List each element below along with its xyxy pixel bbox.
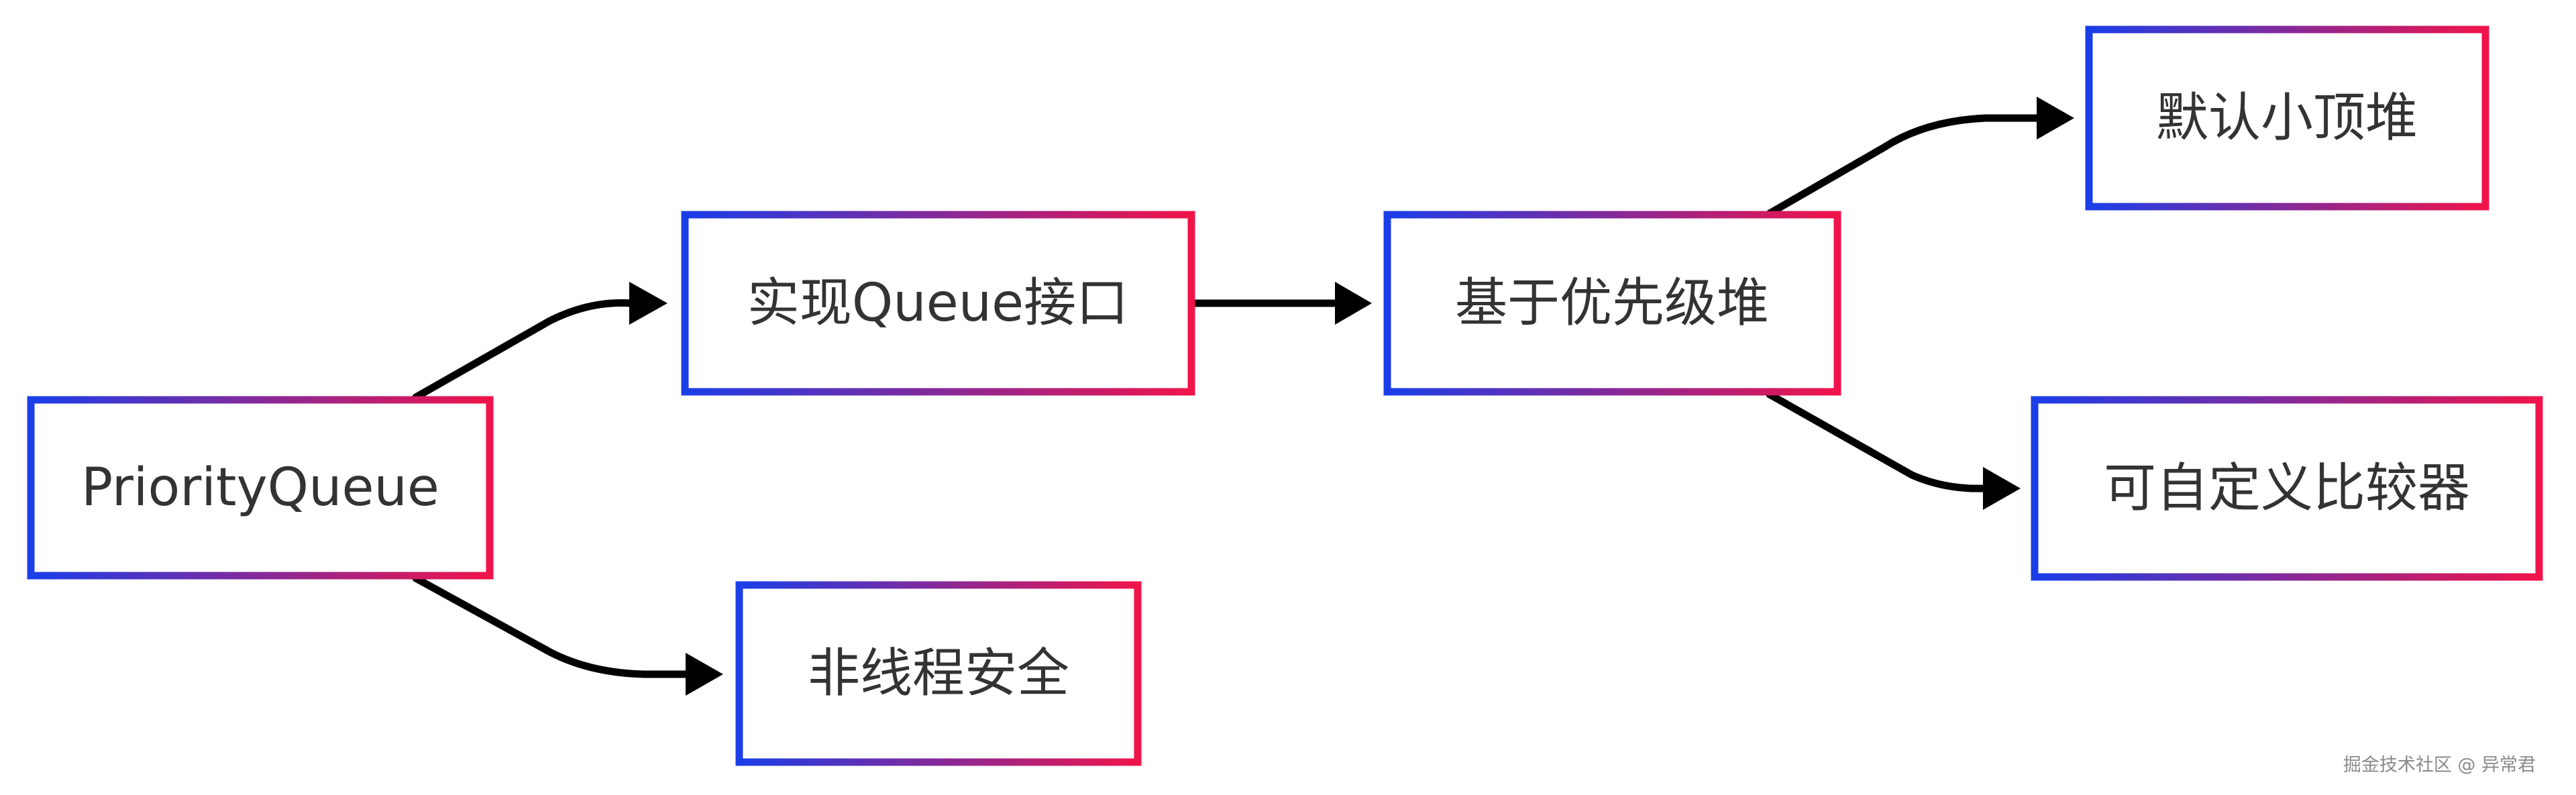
node-priority-heap[interactable]: 基于优先级堆 <box>1383 211 1841 396</box>
edge-queue-to-heap <box>1192 282 1372 325</box>
node-custom-comparator[interactable]: 可自定义比较器 <box>2031 396 2543 581</box>
edges-layer <box>412 97 2074 696</box>
edge-heap-to-minheap <box>1766 97 2074 217</box>
node-implements-queue-label: 实现Queue接口 <box>747 273 1128 333</box>
node-default-min-heap-label: 默认小顶堆 <box>2156 88 2418 148</box>
edge-heap-to-comparator <box>1766 390 2021 510</box>
node-not-thread-safe[interactable]: 非线程安全 <box>735 581 1142 766</box>
node-priority-heap-label: 基于优先级堆 <box>1455 273 1769 333</box>
node-custom-comparator-label: 可自定义比较器 <box>2104 458 2470 519</box>
edge-pq-to-queue <box>412 282 667 401</box>
node-not-thread-safe-label: 非线程安全 <box>808 643 1069 704</box>
node-priority-queue[interactable]: PriorityQueue <box>27 396 494 580</box>
watermark-text: 掘金技术社区 @ 异常君 <box>2343 755 2536 776</box>
node-default-min-heap[interactable]: 默认小顶堆 <box>2085 25 2489 211</box>
node-implements-queue[interactable]: 实现Queue接口 <box>681 211 1195 396</box>
nodes-layer: PriorityQueue 实现Queue接口 非线程安全 基于优先级堆 默认小… <box>27 25 2543 766</box>
edge-pq-to-unsafe <box>412 574 723 696</box>
node-priority-queue-label: PriorityQueue <box>81 458 439 518</box>
